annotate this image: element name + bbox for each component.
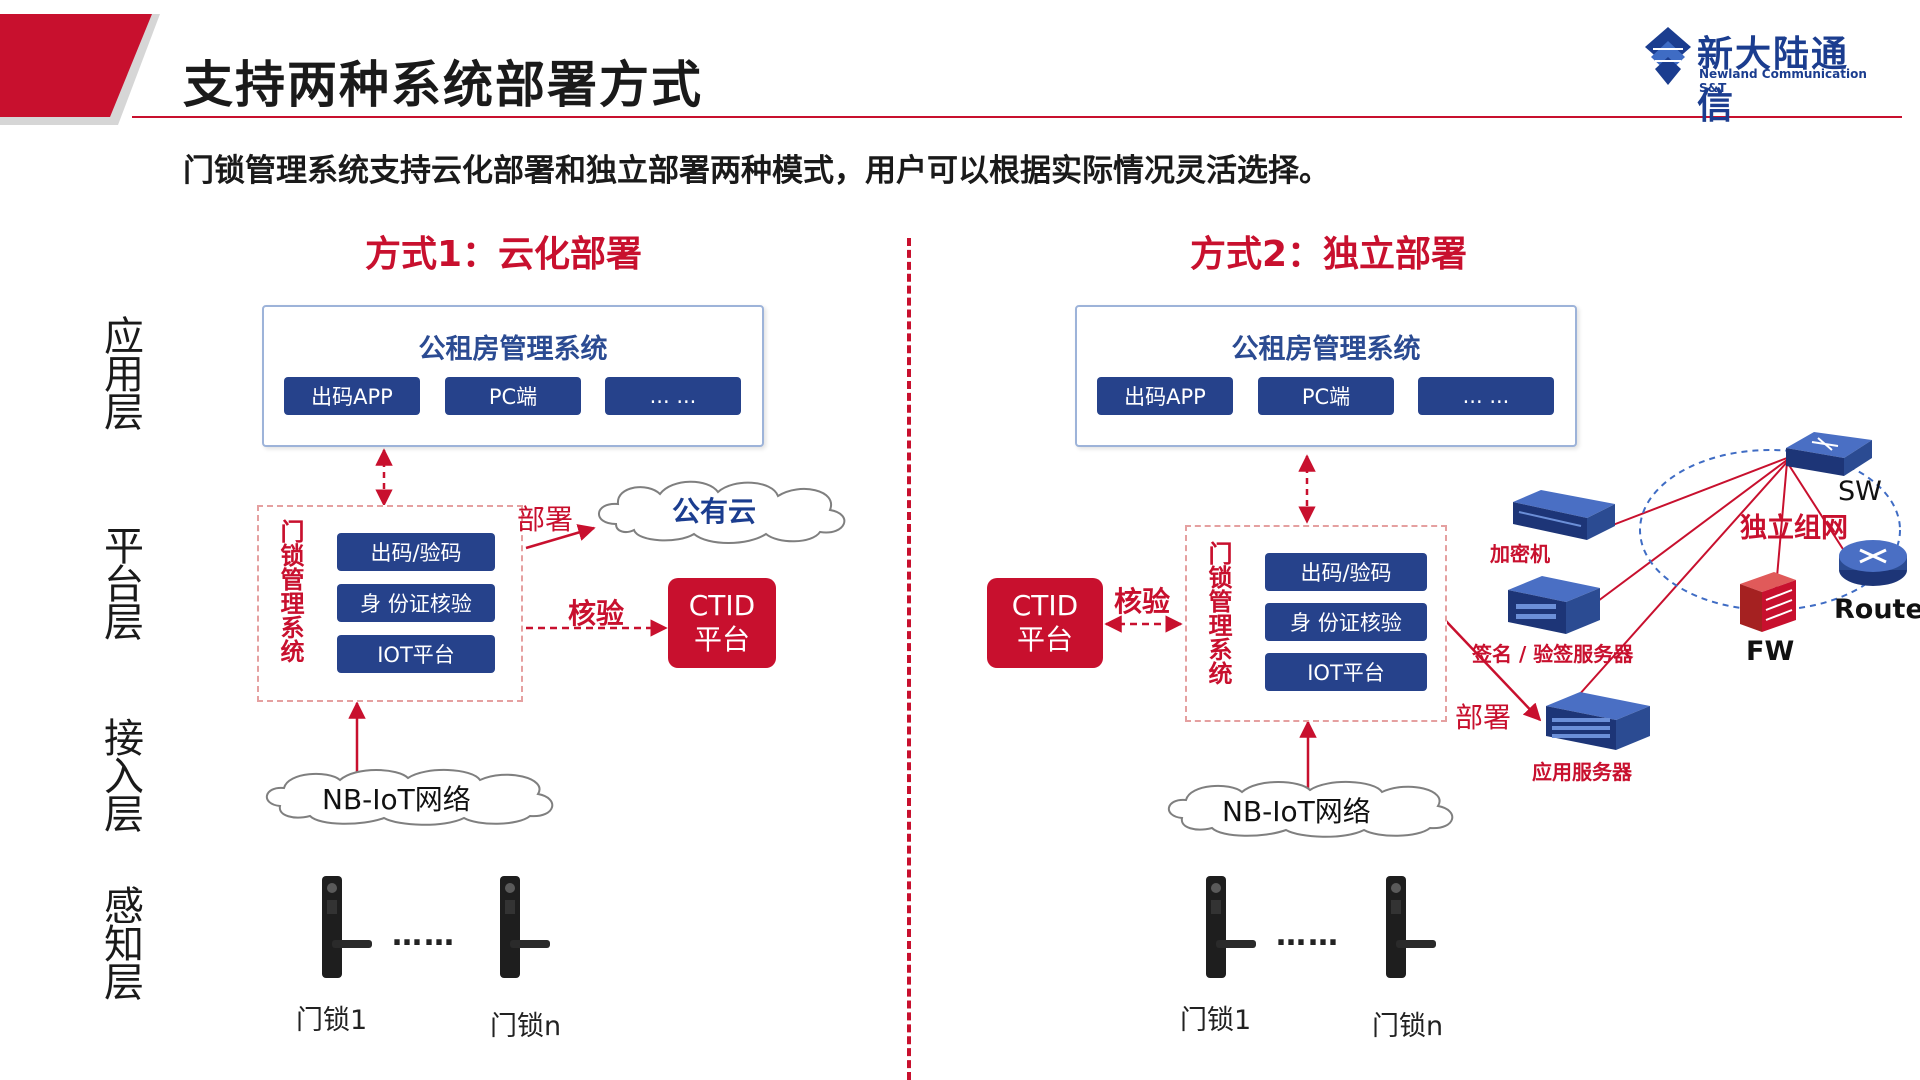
mode1-ctid-line1: CTID bbox=[688, 589, 756, 622]
mode1-platform-box: 门锁管理系统 出码/验码 身 份证核验 IOT平台 bbox=[257, 505, 523, 702]
firewall-device-icon bbox=[1740, 572, 1796, 632]
mode2-deploy-label: 部署 bbox=[1455, 701, 1512, 734]
header-red-tab bbox=[0, 14, 160, 125]
mode1-platform-label: 门锁管理系统 bbox=[276, 519, 304, 663]
encryptor-device-icon bbox=[1513, 490, 1615, 540]
mode1-lock-ellipsis: …… bbox=[392, 918, 456, 953]
mode1-nbiot-network-label: NB-IoT网络 bbox=[322, 783, 471, 816]
mode1-platform-button-id-verify[interactable]: 身 份证核验 bbox=[337, 584, 495, 622]
mode1-app-button-pc[interactable]: PC端 bbox=[445, 377, 581, 415]
mode2-ctid-line2: 平台 bbox=[1016, 623, 1073, 656]
mode2-title: 方式2：独立部署 bbox=[1190, 234, 1468, 275]
layer-label-platform: 平台层 bbox=[104, 524, 144, 646]
mode1-deploy-label: 部署 bbox=[517, 503, 574, 536]
mode2-ctid-line1: CTID bbox=[1011, 589, 1079, 622]
mode2-lock-n-label: 门锁n bbox=[1372, 1011, 1444, 1042]
sign-server-device-icon bbox=[1508, 576, 1600, 634]
mode1-door-lock-n-icon bbox=[500, 876, 550, 978]
mode2-app-system-title: 公租房管理系统 bbox=[1231, 334, 1421, 365]
mode2-platform-label: 门锁管理系统 bbox=[1204, 541, 1232, 685]
mode1-app-button-code-app[interactable]: 出码APP bbox=[284, 377, 420, 415]
switch-label: SW bbox=[1838, 476, 1882, 507]
mode1-title: 方式1：云化部署 bbox=[365, 234, 643, 275]
app-server-label: 应用服务器 bbox=[1532, 760, 1632, 784]
mode2-nbiot-cloud-icon bbox=[1168, 781, 1454, 838]
firewall-label: FW bbox=[1746, 636, 1795, 667]
title-divider bbox=[132, 116, 1902, 118]
layer-label-application: 应用层 bbox=[104, 314, 144, 436]
brand-logo: 新大陆通信 Newland Communication S&T bbox=[1645, 25, 1885, 127]
encryptor-label: 加密机 bbox=[1490, 542, 1550, 566]
mode2-platform-button-code[interactable]: 出码/验码 bbox=[1265, 553, 1427, 591]
mode1-app-button-more[interactable]: ... ... bbox=[605, 377, 741, 415]
mode1-nbiot-cloud-icon bbox=[266, 769, 554, 826]
router-label: Route bbox=[1834, 594, 1920, 625]
mode2-lock-ellipsis: …… bbox=[1276, 918, 1340, 953]
mode1-verify-label: 核验 bbox=[568, 597, 625, 630]
mode2-nbiot-network-label: NB-IoT网络 bbox=[1222, 795, 1371, 828]
mode2-verify-label: 核验 bbox=[1114, 585, 1171, 618]
logo-mark-icon bbox=[1645, 27, 1691, 85]
mode2-platform-box: 门锁管理系统 出码/验码 身 份证核验 IOT平台 bbox=[1185, 525, 1447, 722]
router-device-icon bbox=[1839, 540, 1907, 586]
center-divider bbox=[907, 238, 911, 1080]
logo-text: 新大陆通信 bbox=[1697, 34, 1850, 127]
mode1-lock-1-label: 门锁1 bbox=[296, 1005, 368, 1036]
switch-device-icon bbox=[1786, 432, 1872, 476]
page-title: 支持两种系统部署方式 bbox=[183, 56, 703, 114]
mode1-ctid-platform[interactable]: CTID 平台 bbox=[668, 578, 776, 668]
mode2-app-system-box: 公租房管理系统 出码APP PC端 ... ... bbox=[1075, 305, 1577, 447]
mode2-ctid-platform[interactable]: CTID 平台 bbox=[987, 578, 1103, 668]
mode2-platform-button-iot[interactable]: IOT平台 bbox=[1265, 653, 1427, 691]
net-line-sign-server bbox=[1589, 459, 1788, 608]
mode1-platform-button-iot[interactable]: IOT平台 bbox=[337, 635, 495, 673]
net-line-router bbox=[1786, 461, 1851, 561]
mode2-door-lock-1-icon bbox=[1206, 876, 1256, 978]
mode2-app-button-more[interactable]: ... ... bbox=[1418, 377, 1554, 415]
independent-network-label: 独立组网 bbox=[1740, 513, 1848, 544]
mode1-lock-n-label: 门锁n bbox=[490, 1011, 562, 1042]
app-server-device-icon bbox=[1546, 692, 1650, 750]
net-line-encryptor bbox=[1604, 457, 1788, 529]
net-line-app-server bbox=[1569, 461, 1788, 706]
mode2-app-button-code-app[interactable]: 出码APP bbox=[1097, 377, 1233, 415]
logo-subtext: Newland Communication S&T bbox=[1699, 67, 1867, 95]
mode2-door-lock-n-icon bbox=[1386, 876, 1436, 978]
m2-deploy-arrow bbox=[1444, 619, 1542, 722]
mode2-lock-1-label: 门锁1 bbox=[1180, 1005, 1252, 1036]
layer-label-access: 接入层 bbox=[104, 716, 144, 838]
mode1-app-system-title: 公租房管理系统 bbox=[418, 334, 608, 365]
mode2-platform-button-id-verify[interactable]: 身 份证核验 bbox=[1265, 603, 1427, 641]
mode1-door-lock-1-icon bbox=[322, 876, 372, 978]
mode1-app-system-box: 公租房管理系统 出码APP PC端 ... ... bbox=[262, 305, 764, 447]
m1-deploy-arrow bbox=[525, 524, 596, 550]
mode1-ctid-line2: 平台 bbox=[693, 623, 750, 656]
layer-label-perception: 感知层 bbox=[104, 884, 144, 1006]
mode1-public-cloud-icon bbox=[598, 480, 846, 544]
page-subtitle: 门锁管理系统支持云化部署和独立部署两种模式，用户可以根据实际情况灵活选择。 bbox=[183, 153, 1330, 189]
mode2-app-button-pc[interactable]: PC端 bbox=[1258, 377, 1394, 415]
mode1-platform-button-code[interactable]: 出码/验码 bbox=[337, 533, 495, 571]
sign-server-label: 签名 / 验签服务器 bbox=[1472, 642, 1634, 666]
mode1-public-cloud-label: 公有云 bbox=[672, 495, 757, 528]
